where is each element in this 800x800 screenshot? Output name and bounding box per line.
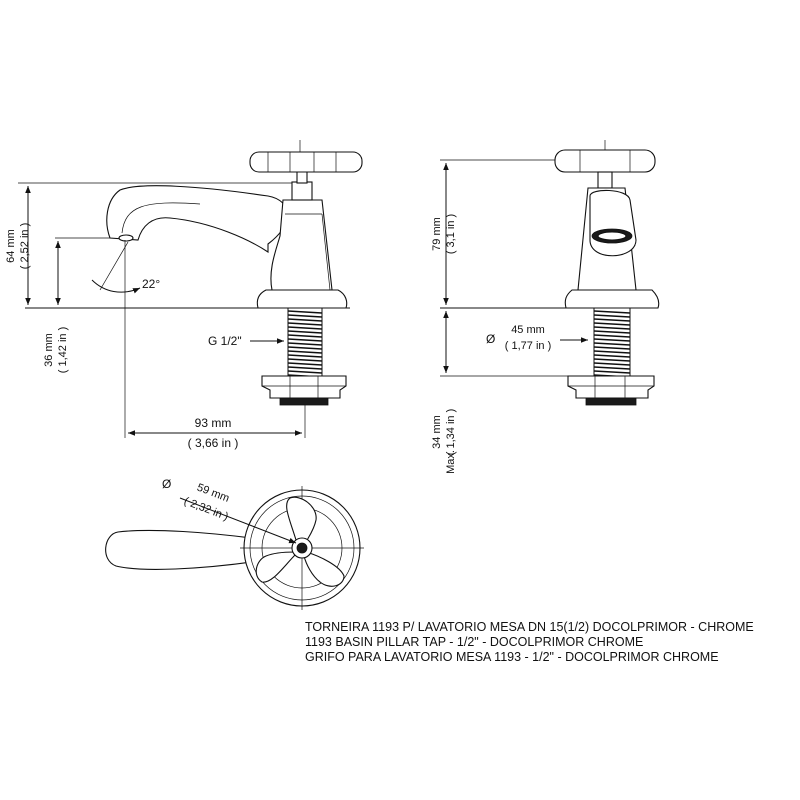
dim-64-mm-in: ( 2,52 in ): [19, 223, 31, 269]
dim-36-mm-in: ( 1,42 in ): [57, 327, 69, 373]
product-caption: TORNEIRA 1193 P/ LAVATORIO MESA DN 15(1/…: [305, 620, 795, 665]
dim-79-mm-in: ( 3,1 in ): [445, 214, 457, 254]
spout: [106, 185, 289, 254]
dim-angle: 22°: [142, 277, 160, 291]
dim-93-mm-in: ( 3,66 in ): [188, 436, 239, 450]
dim-59-symbol: Ø: [162, 477, 171, 491]
dim-45-mm: 45 mm: [511, 324, 545, 336]
front-view: 79 mm ( 3,1 in ) 34 mm ( 1,34 in ) Max. …: [431, 140, 660, 474]
cross-handle-front: [554, 140, 656, 189]
dim-34-mm: 34 mm: [431, 415, 443, 449]
dim-93-mm: 93 mm: [195, 416, 232, 430]
caption-spanish: GRIFO PARA LAVATORIO MESA 1193 - 1/2" - …: [305, 650, 719, 664]
cross-handle-side: [249, 140, 363, 173]
base-flange: [256, 289, 348, 309]
dim-36-mm: 36 mm: [43, 333, 55, 367]
side-view: 64 mm ( 2,52 in ) 36 mm ( 1,42 in ) 22° …: [5, 140, 363, 450]
dim-34-mm-in: ( 1,34 in ): [445, 409, 457, 455]
lock-nut: [261, 375, 347, 399]
spout-top: [105, 529, 267, 570]
dim-thread: G 1/2": [208, 334, 242, 348]
dim-45-mm-in: ( 1,77 in ): [505, 340, 551, 352]
dim-45-symbol: Ø: [486, 332, 495, 346]
caption-english: 1193 BASIN PILLAR TAP - 1/2" - DOCOLPRIM…: [305, 635, 644, 649]
caption-portuguese: TORNEIRA 1193 P/ LAVATORIO MESA DN 15(1/…: [305, 620, 754, 634]
three-prong-handle: [255, 496, 345, 587]
threaded-shank: [287, 307, 323, 378]
dim-64-mm: 64 mm: [5, 229, 17, 263]
dim-79-mm: 79 mm: [431, 217, 443, 251]
top-view: Ø 59 mm ( 2,32 in ): [105, 477, 364, 610]
threaded-shank-front: [593, 307, 631, 378]
dim-max-label: Max.: [445, 450, 457, 474]
